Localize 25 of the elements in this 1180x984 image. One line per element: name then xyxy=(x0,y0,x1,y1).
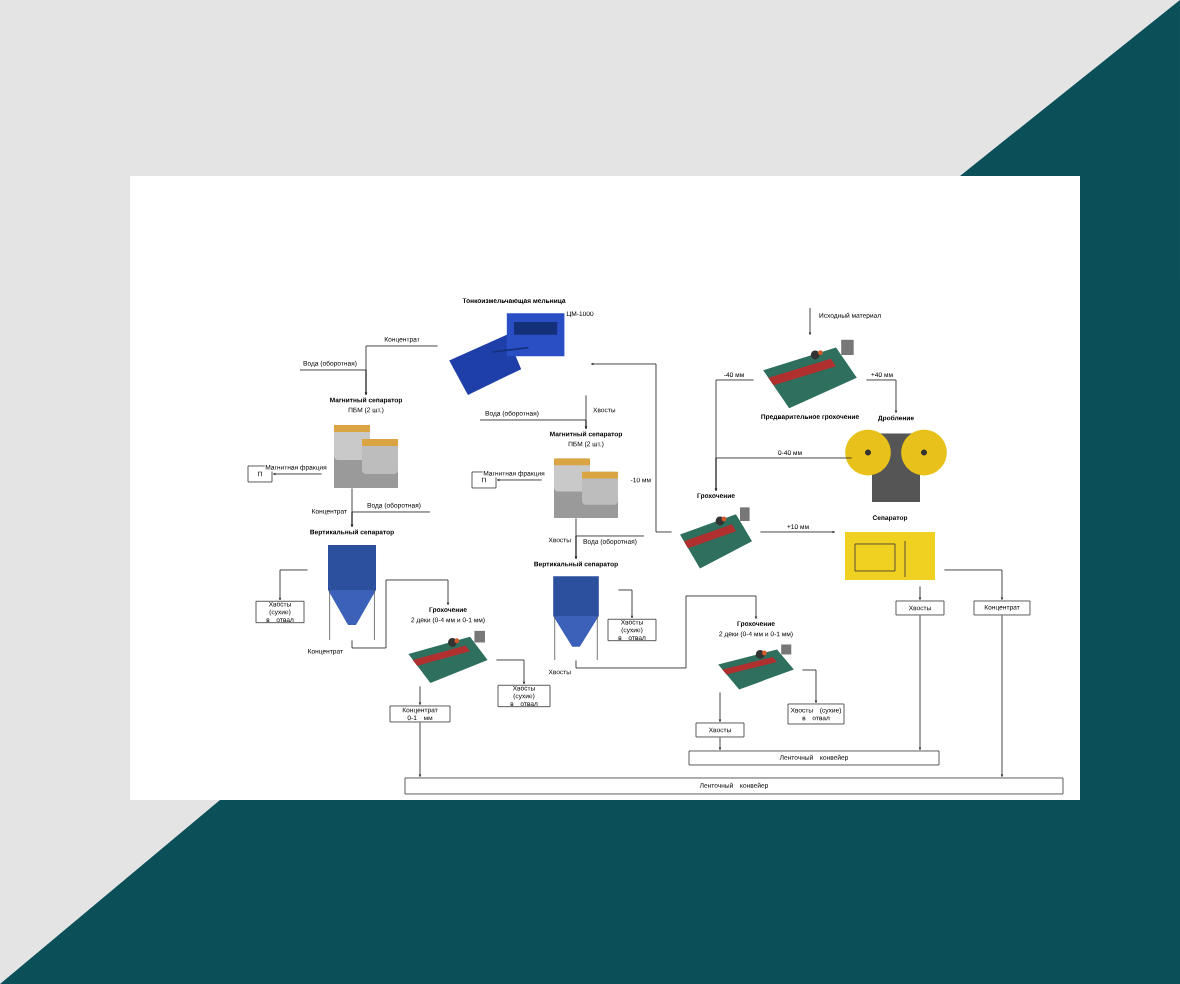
flow-arrow xyxy=(718,736,722,750)
flow-arrow xyxy=(718,691,722,722)
flow-arrow xyxy=(497,478,543,482)
flow-arrow xyxy=(714,379,755,491)
flow-arrow xyxy=(278,569,309,601)
flow-arrow xyxy=(617,589,634,619)
flow-arrow xyxy=(479,419,588,429)
flow-arrow xyxy=(495,659,526,685)
flow-arrow xyxy=(590,362,673,533)
flow-arrow xyxy=(865,379,898,413)
flow-arrow xyxy=(918,614,922,750)
flow-arrow xyxy=(299,369,368,395)
flow-arrow xyxy=(351,579,450,649)
flow-arrow xyxy=(418,721,422,777)
flow-arrow xyxy=(575,595,758,669)
flow-arrow xyxy=(1000,614,1004,777)
flow-arrow xyxy=(574,535,645,559)
flow-arrow xyxy=(943,569,1004,600)
flow-arrow xyxy=(759,530,836,534)
flow-arrow xyxy=(350,511,431,527)
flow-arrow xyxy=(418,685,422,705)
flow-arrow xyxy=(272,472,323,476)
flow-arrow xyxy=(801,669,818,703)
flow-arrow xyxy=(918,585,922,600)
flow-arrow xyxy=(808,307,812,335)
